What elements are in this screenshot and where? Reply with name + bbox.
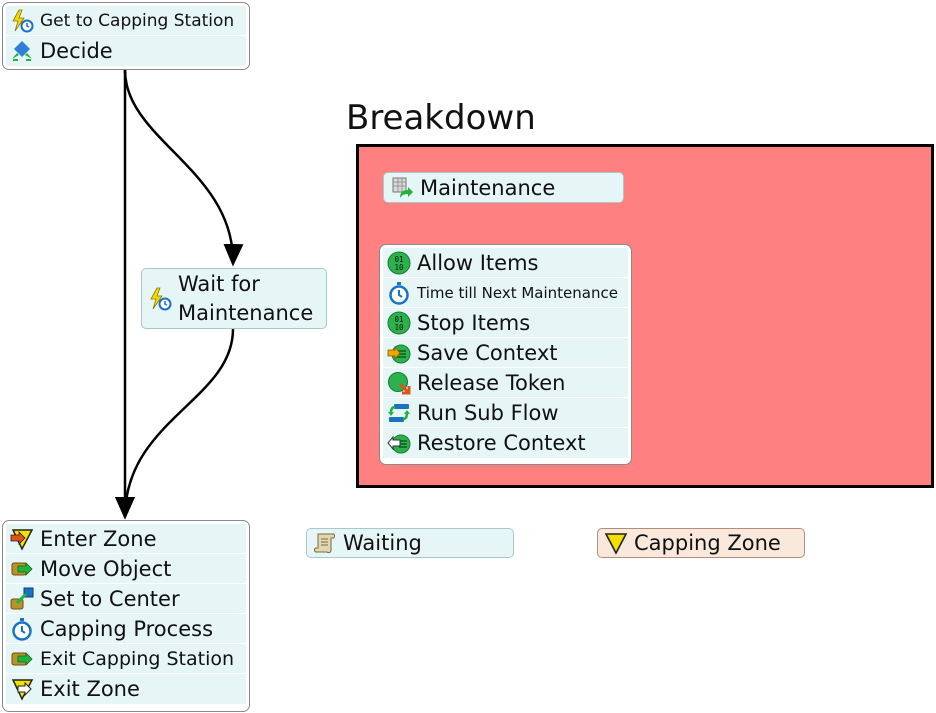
zone-triangle-icon (604, 533, 628, 555)
scroll-list-icon (314, 533, 335, 554)
enter-zone-icon (10, 528, 34, 551)
activity-label: Save Context (417, 340, 558, 365)
move-object-icon (11, 651, 33, 666)
activity-exit-capping-station[interactable]: Exit Capping Station (6, 644, 246, 674)
activity-enter-zone[interactable]: Enter Zone (6, 524, 246, 554)
activity-capping-process[interactable]: Capping Process (6, 614, 246, 644)
activity-wait-for-maintenance[interactable]: Wait for Maintenance (141, 268, 327, 329)
activity-save-context[interactable]: Save Context (383, 338, 628, 368)
svg-text:01: 01 (394, 315, 403, 324)
activity-label-line2: Maintenance (178, 300, 314, 325)
activity-set-to-center[interactable]: Set to Center (6, 584, 246, 614)
activity-label: Decide (40, 39, 113, 63)
zone-label: Capping Zone (634, 531, 781, 555)
activity-label: Time till Next Maintenance (417, 283, 618, 302)
exit-zone-icon (11, 679, 34, 701)
activity-release-token[interactable]: Release Token (383, 368, 628, 398)
activity-label: Exit Capping Station (40, 647, 235, 670)
activity-label: Restore Context (417, 431, 586, 455)
activity-label: Run Sub Flow (417, 400, 559, 425)
set-to-center-icon (10, 587, 34, 609)
activity-exit-zone[interactable]: Exit Zone (6, 674, 246, 704)
activity-label: Maintenance (420, 175, 556, 200)
schedule-source-icon (392, 177, 413, 198)
binary-green-icon: 01 10 (387, 311, 411, 334)
activity-get-to-capping-station[interactable]: Get to Capping Station (6, 6, 246, 36)
list-label: Waiting (343, 531, 422, 555)
activity-label: Allow Items (417, 250, 539, 275)
activity-maintenance[interactable]: Maintenance (383, 172, 624, 203)
run-sub-flow-icon (388, 403, 410, 422)
activity-allow-items[interactable]: 01 10 Allow Items (383, 248, 628, 278)
activity-label: Stop Items (417, 310, 531, 335)
list-waiting[interactable]: Waiting (306, 528, 514, 558)
maintenance-loop-block[interactable]: 01 10 Allow Items Time till Next Mainten… (379, 244, 632, 465)
activity-label: Enter Zone (40, 526, 157, 551)
activity-label: Capping Process (40, 616, 214, 641)
release-token-icon (388, 371, 411, 394)
activity-restore-context[interactable]: Restore Context (383, 428, 628, 458)
activity-time-till-next-maintenance[interactable]: Time till Next Maintenance (383, 278, 628, 308)
save-context-icon (387, 344, 411, 363)
breakdown-title: Breakdown (346, 98, 536, 138)
activity-label: Get to Capping Station (40, 10, 235, 31)
binary-green-icon: 01 10 (387, 251, 411, 274)
activity-move-object[interactable]: Move Object (6, 554, 246, 584)
bottom-activity-block[interactable]: Enter Zone Move Object Set to Center Cap… (2, 520, 250, 712)
stopwatch-icon (12, 617, 32, 641)
svg-text:01: 01 (394, 255, 403, 264)
activity-label: Move Object (40, 556, 172, 581)
zone-capping[interactable]: Capping Zone (597, 528, 805, 558)
lightning-stopwatch-icon (150, 287, 172, 310)
restore-context-icon (387, 434, 411, 454)
stopwatch-icon (389, 281, 409, 305)
connector-wait-to-enter-zone (115, 328, 235, 520)
lightning-stopwatch-icon (12, 9, 34, 32)
svg-text:10: 10 (394, 323, 404, 332)
activity-run-sub-flow[interactable]: Run Sub Flow (383, 398, 628, 428)
activity-label: Release Token (417, 370, 566, 395)
top-activity-block[interactable]: Get to Capping Station Decide (2, 2, 250, 70)
activity-label-line1: Wait for (178, 271, 260, 296)
activity-stop-items[interactable]: 01 10 Stop Items (383, 308, 628, 338)
move-object-icon (11, 561, 33, 576)
decide-diamond-icon (12, 41, 32, 61)
svg-text:10: 10 (394, 263, 404, 272)
activity-decide[interactable]: Decide (6, 36, 246, 66)
activity-label: Set to Center (40, 586, 180, 611)
activity-label: Exit Zone (40, 677, 140, 701)
connector-decide-to-wait (123, 69, 244, 267)
